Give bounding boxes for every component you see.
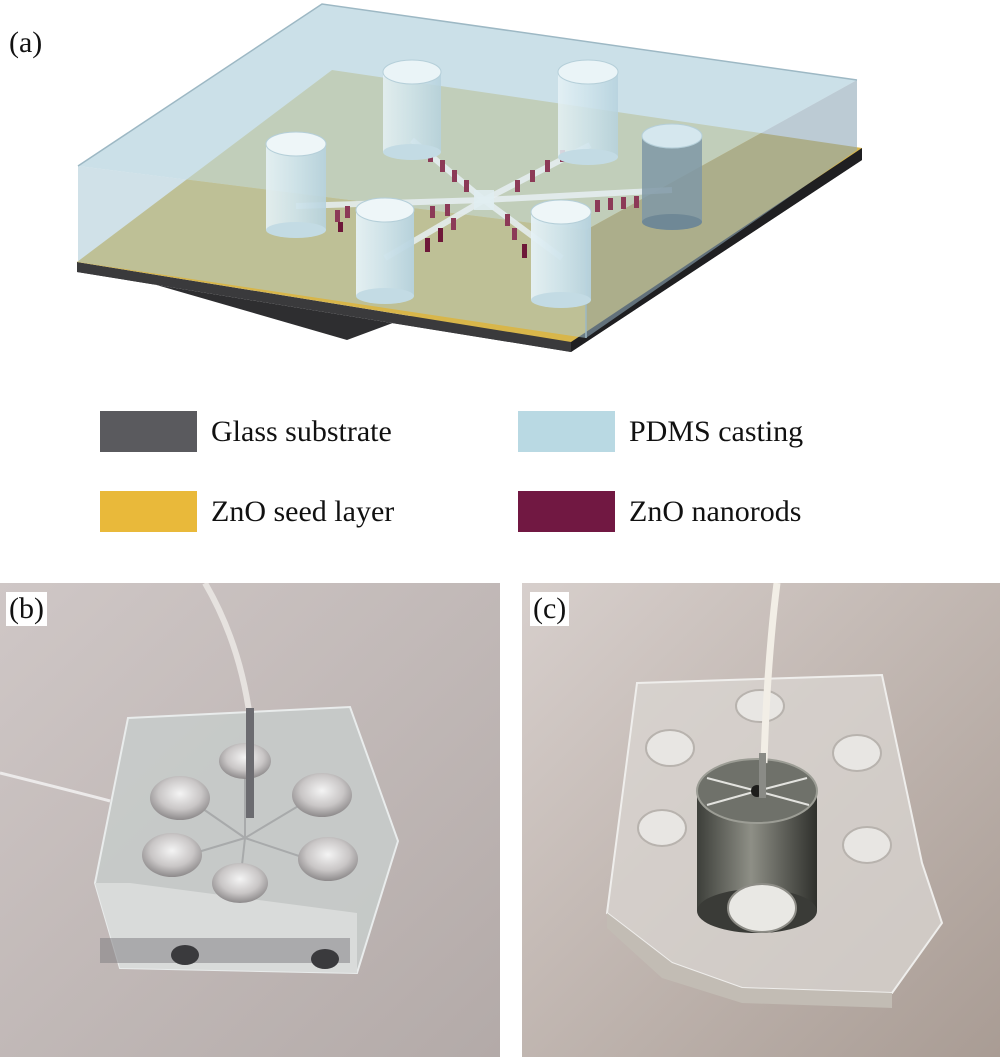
legend-item-glass-substrate: Glass substrate (100, 411, 392, 452)
well-top-right (557, 59, 619, 165)
well-bottom-right (530, 199, 592, 308)
central-chamber (474, 190, 494, 210)
well-top-left (382, 59, 442, 160)
well-bottom-left (355, 197, 415, 304)
legend-item-zno-nanorods: ZnO nanorods (518, 491, 801, 532)
acrylic-wells (637, 689, 892, 864)
panel-label-c: (c) (530, 592, 570, 626)
legend-swatch-glass-substrate (100, 411, 197, 452)
well-left (265, 131, 327, 238)
pdms-front-face (78, 166, 586, 338)
legend-swatch-pdms-casting (518, 411, 615, 452)
tube (202, 583, 253, 719)
legend-label-glass-substrate: Glass substrate (211, 414, 392, 448)
photo-electrode-chip (522, 583, 1000, 1057)
legend-label-zno-nanorods: ZnO nanorods (629, 494, 802, 528)
needle (759, 753, 766, 798)
pdms-right-face (586, 80, 857, 338)
needle (246, 708, 254, 818)
front-well (727, 883, 797, 933)
photo-pdms-chip (0, 583, 500, 1057)
chip-schematic (77, 3, 862, 352)
legend-swatch-zno-nanorods (518, 491, 615, 532)
panel-label-b: (b) (6, 592, 47, 626)
legend-label-pdms-casting: PDMS casting (629, 414, 804, 448)
legend-swatch-zno-seed-layer (100, 491, 197, 532)
liquid-drops (142, 743, 358, 903)
legend-item-pdms-casting: PDMS casting (518, 411, 803, 452)
tube (760, 583, 781, 764)
legend-label-zno-seed-layer: ZnO seed layer (211, 494, 395, 528)
reservoir-wells (265, 59, 703, 308)
legend-item-zno-seed-layer: ZnO seed layer (100, 491, 394, 532)
well-right (641, 123, 703, 230)
panel-label-a: (a) (9, 26, 43, 59)
